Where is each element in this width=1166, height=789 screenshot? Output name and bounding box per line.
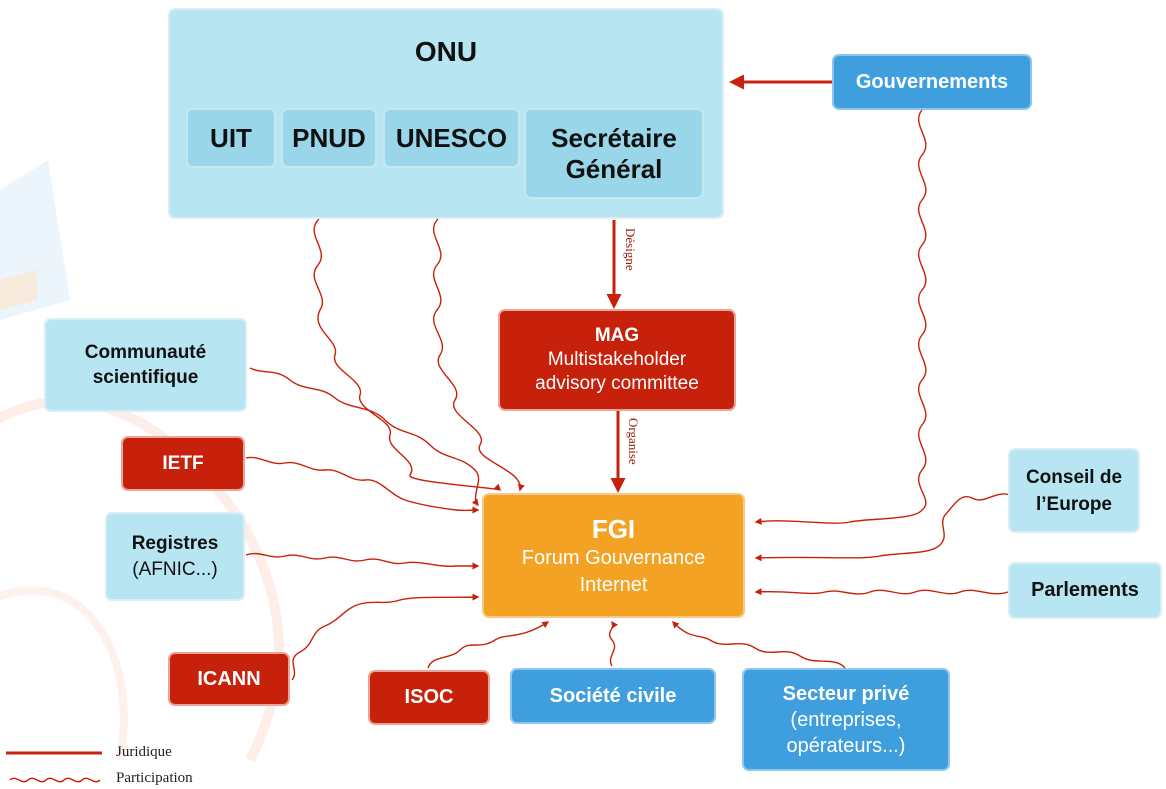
registres-line1: Registres (131, 532, 219, 554)
conseil-europe-box: Conseil de l’Europe (1008, 448, 1140, 533)
unesco-label: UNESCO (395, 122, 508, 153)
secteur-line3: opérateurs...) (786, 734, 906, 757)
designe-label: Désigne (623, 228, 638, 271)
fgi-line2: Internet (579, 573, 648, 596)
icann-box: ICANN (168, 652, 290, 706)
conseil-line1: Conseil de (1025, 466, 1123, 488)
societe-civile-label: Société civile (549, 684, 677, 707)
wave-parlements-fgi (754, 588, 1009, 596)
communaute-line2: scientifique (92, 367, 199, 388)
secretaire-general-box: Secrétaire Général (524, 108, 704, 199)
fgi-line1: Forum Gouvernance (521, 546, 706, 569)
parlements-label: Parlements (1031, 579, 1139, 601)
gouvernements-box: Gouvernements (832, 54, 1032, 110)
secteur-line1: Secteur privé (782, 682, 910, 705)
wave-communaute-fgi (249, 367, 480, 507)
communaute-line1: Communauté (84, 342, 207, 363)
pnud-label: PNUD (292, 122, 366, 153)
uit-box: UIT (186, 108, 276, 168)
sg-line2: Général (565, 153, 663, 184)
pnud-box: PNUD (281, 108, 377, 168)
communaute-scientifique-box: Communauté scientifique (44, 318, 247, 412)
legend: Juridique Participation (0, 740, 240, 789)
isoc-label: ISOC (404, 686, 454, 708)
sg-line1: Secrétaire (551, 122, 677, 153)
uit-label: UIT (210, 122, 252, 153)
mag-line2: advisory committee (535, 373, 699, 394)
wave-gouvernements-fgi (754, 109, 927, 525)
legend-swatches (6, 751, 102, 783)
legend-juridique-label: Juridique (116, 744, 172, 760)
legend-participation-label: Participation (116, 770, 193, 786)
registres-box: Registres (AFNIC...) (105, 512, 245, 601)
legend-participation-wave (9, 777, 101, 783)
conseil-line2: l’Europe (1035, 493, 1112, 515)
organise-label: Organise (626, 418, 641, 465)
wave-registres-fgi (245, 552, 480, 570)
mag-line1: Multistakeholder (547, 349, 687, 370)
wave-secteur-fgi (672, 620, 846, 669)
gouvernements-label: Gouvernements (855, 70, 1009, 93)
unesco-box: UNESCO (383, 108, 520, 168)
wave-ietf-fgi (245, 456, 480, 514)
wave-societe-fgi (608, 620, 619, 667)
secteur-prive-box: Secteur privé (entreprises, opérateurs..… (742, 668, 950, 771)
isoc-box: ISOC (368, 670, 490, 725)
fgi-title: FGI (591, 513, 636, 544)
parlements-box: Parlements (1008, 562, 1162, 619)
ietf-label: IETF (162, 452, 204, 474)
registres-line2: (AFNIC...) (132, 558, 218, 580)
wave-icann-fgi (291, 593, 480, 681)
mag-title: MAG (594, 325, 640, 346)
fgi-box: FGI Forum Gouvernance Internet (482, 493, 745, 618)
secteur-line2: (entreprises, (790, 708, 902, 731)
wave-pnud-fgi (313, 175, 502, 491)
ietf-box: IETF (121, 436, 245, 491)
onu-title: ONU (414, 36, 478, 67)
wave-conseil-fgi (754, 493, 1011, 562)
wave-unesco-fgi (432, 175, 525, 492)
mag-box: MAG Multistakeholder advisory committee (498, 309, 736, 411)
icann-label: ICANN (197, 667, 261, 690)
societe-civile-box: Société civile (510, 668, 716, 724)
wave-isoc-fgi (427, 621, 550, 669)
